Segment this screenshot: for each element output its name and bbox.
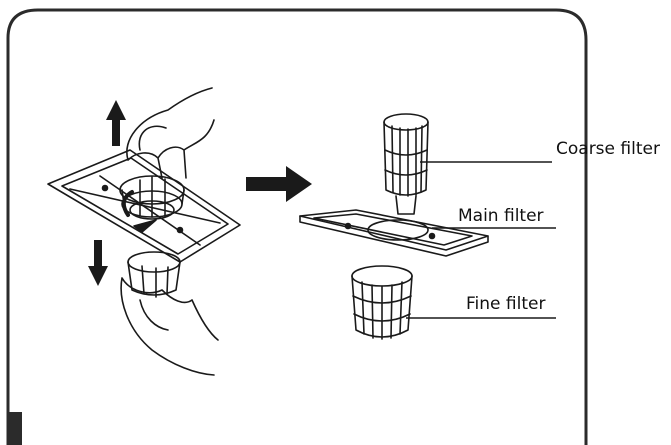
bottom-hand [120, 277, 219, 376]
fine-filter-label: Fine filter [466, 294, 546, 314]
arrow-up-icon [106, 100, 126, 146]
diagram-frame [6, 8, 588, 445]
top-hand [126, 87, 215, 179]
left-step-illustration [47, 87, 241, 376]
frame-bottom-shadow [8, 412, 22, 445]
right-exploded-illustration [299, 113, 489, 340]
arrow-down-icon [88, 240, 108, 286]
fine-filter-part [351, 265, 413, 340]
left-tray-inner [61, 157, 229, 255]
main-filter-part [299, 209, 489, 257]
main-filter-label: Main filter [458, 206, 544, 226]
left-tray-outline [47, 149, 241, 263]
coarse-filter-part [383, 113, 429, 215]
coarse-filter-label: Coarse filter [556, 139, 660, 159]
arrow-right-icon [246, 166, 312, 202]
